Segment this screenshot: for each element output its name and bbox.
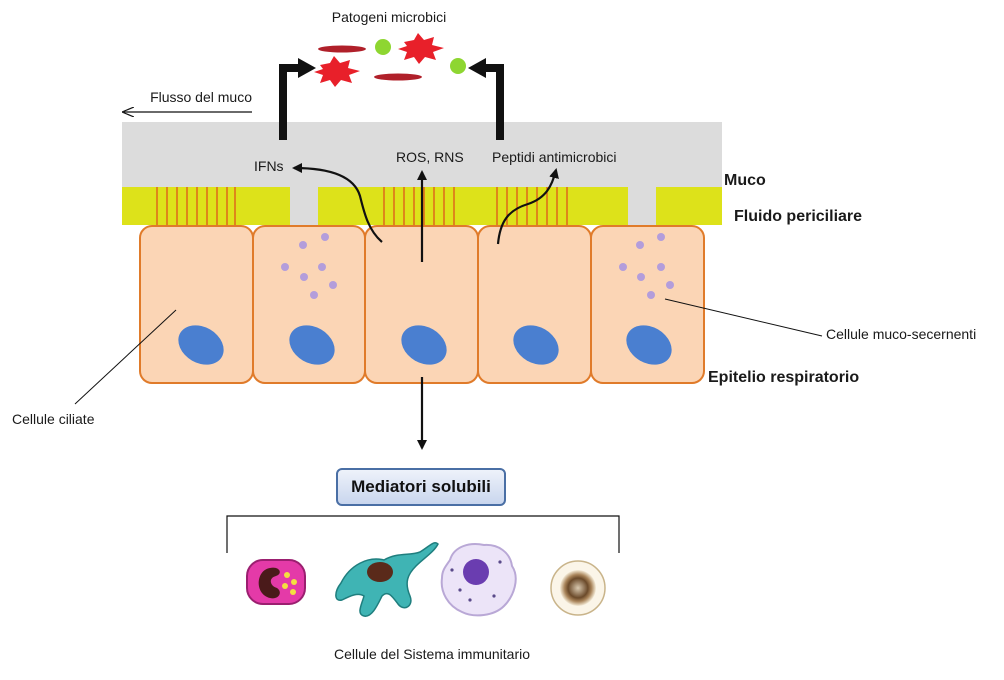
nucleus: [626, 325, 672, 365]
nucleus: [178, 325, 224, 365]
epithelial-cells: [139, 225, 705, 384]
goblet-cell: [590, 225, 705, 384]
periciliary-fluid-label: Fluido periciliare: [734, 208, 862, 225]
pathogen-coccus: [375, 39, 391, 55]
immune-cells-label: Cellule del Sistema immunitario: [334, 646, 530, 662]
cilia-cell-3: [383, 187, 455, 226]
respiratory-epithelium-label: Epitelio respiratorio: [708, 369, 859, 386]
nucleus: [513, 325, 559, 365]
ros-rns-label: ROS, RNS: [396, 149, 464, 165]
peptide-to-pathogen-arrow: [484, 64, 504, 140]
pathogen-rod: [318, 45, 366, 53]
mucus-gap: [628, 187, 656, 225]
nuclei: [178, 325, 672, 365]
nucleus: [401, 325, 447, 365]
mucin-granules: [281, 233, 674, 299]
neutrophil: [246, 559, 306, 605]
pathogen-burst: [398, 33, 444, 64]
cilia-group: [156, 187, 568, 226]
cilia-cell-4: [496, 187, 568, 226]
pathogens-label: Patogeni microbici: [332, 9, 446, 25]
pathogens-group: [314, 33, 466, 87]
ciliated-cells-label: Cellule ciliate: [12, 411, 95, 427]
arrowhead: [468, 58, 486, 78]
periciliary-segment: [656, 187, 722, 225]
mucus-secreting-cells-label: Cellule muco-secernenti: [826, 326, 976, 342]
nucleus: [289, 325, 335, 365]
ciliated-pointer-line: [74, 309, 177, 405]
pathogen-coccus: [450, 58, 466, 74]
cilia-cell-1: [156, 187, 236, 226]
peptide-release-arrow: [496, 168, 559, 245]
antimicrobial-peptides-label: Peptidi antimicrobici: [492, 149, 617, 165]
arrowhead: [298, 58, 316, 78]
mucus-gap: [290, 187, 318, 225]
periciliary-segment: [122, 187, 290, 225]
ifn-release-arrow: [292, 163, 383, 243]
soluble-mediators-box: Mediatori solubili: [336, 468, 506, 506]
periciliary-layer: [122, 187, 722, 225]
dendritic-cell: [335, 541, 439, 617]
periciliary-segment: [318, 187, 628, 225]
ifns-label: IFNs: [254, 158, 284, 174]
pathogen-burst: [314, 56, 360, 87]
lymphocyte: [550, 560, 606, 616]
soluble-mediators-label: Mediatori solubili: [351, 477, 491, 496]
ifn-to-pathogen-arrow: [279, 64, 300, 140]
pathogen-rod: [374, 73, 422, 81]
mucus-flow-label: Flusso del muco: [150, 89, 252, 105]
mucus-label: Muco: [724, 172, 766, 189]
immune-cells-bracket: [226, 515, 620, 553]
goblet-pointer-line: [664, 298, 823, 337]
macrophage: [440, 543, 517, 617]
